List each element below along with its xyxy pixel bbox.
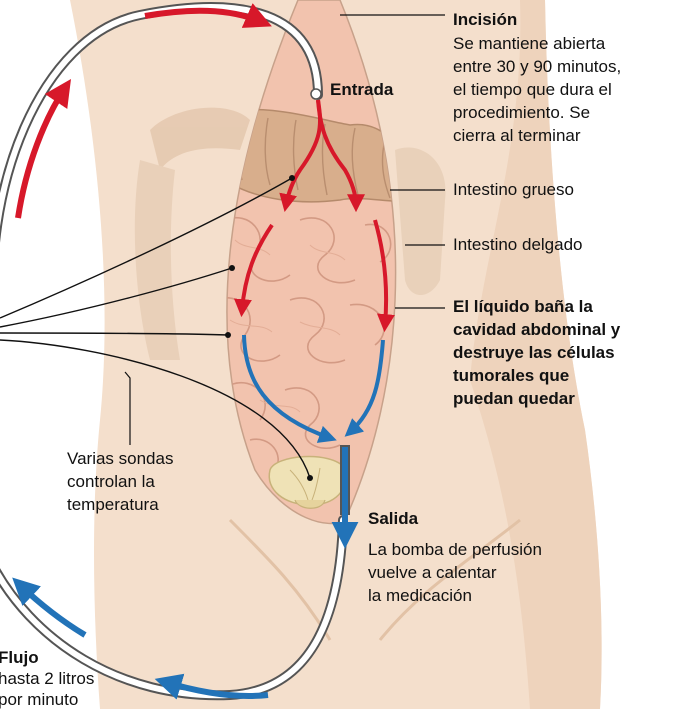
flujo-title: Flujo	[0, 647, 39, 668]
liquido-line: destruye las células	[453, 342, 615, 363]
entrada-label: Entrada	[330, 79, 393, 100]
sondas-line: Varias sondas	[67, 448, 173, 469]
incision-desc-line: el tiempo que dura el	[453, 79, 612, 100]
incision-title: Incisión	[453, 9, 517, 30]
sondas-line: temperatura	[67, 494, 159, 515]
salida-desc-line: vuelve a calentar	[368, 562, 497, 583]
intestino-delgado-label: Intestino delgado	[453, 234, 583, 255]
incision-desc-line: Se mantiene abierta	[453, 33, 605, 54]
liquido-line: cavidad abdominal y	[453, 319, 620, 340]
sondas-line: controlan la	[67, 471, 155, 492]
inflow-port	[311, 89, 321, 99]
incision-desc-line: entre 30 y 90 minutos,	[453, 56, 621, 77]
liquido-line: tumorales que	[453, 365, 569, 386]
incision-desc-line: procedimiento. Se	[453, 102, 590, 123]
incision-desc-line: cierra al terminar	[453, 125, 581, 146]
salida-desc-line: la medicación	[368, 585, 472, 606]
liquido-line: puedan quedar	[453, 388, 575, 409]
intestino-grueso-label: Intestino grueso	[453, 179, 574, 200]
salida-title: Salida	[368, 508, 418, 529]
liquido-line: El líquido baña la	[453, 296, 593, 317]
inflow-tube-left	[18, 88, 65, 218]
salida-desc-line: La bomba de perfusión	[368, 539, 542, 560]
flujo-desc-line: hasta 2 litros	[0, 668, 94, 689]
flujo-desc-line: por minuto	[0, 689, 78, 710]
